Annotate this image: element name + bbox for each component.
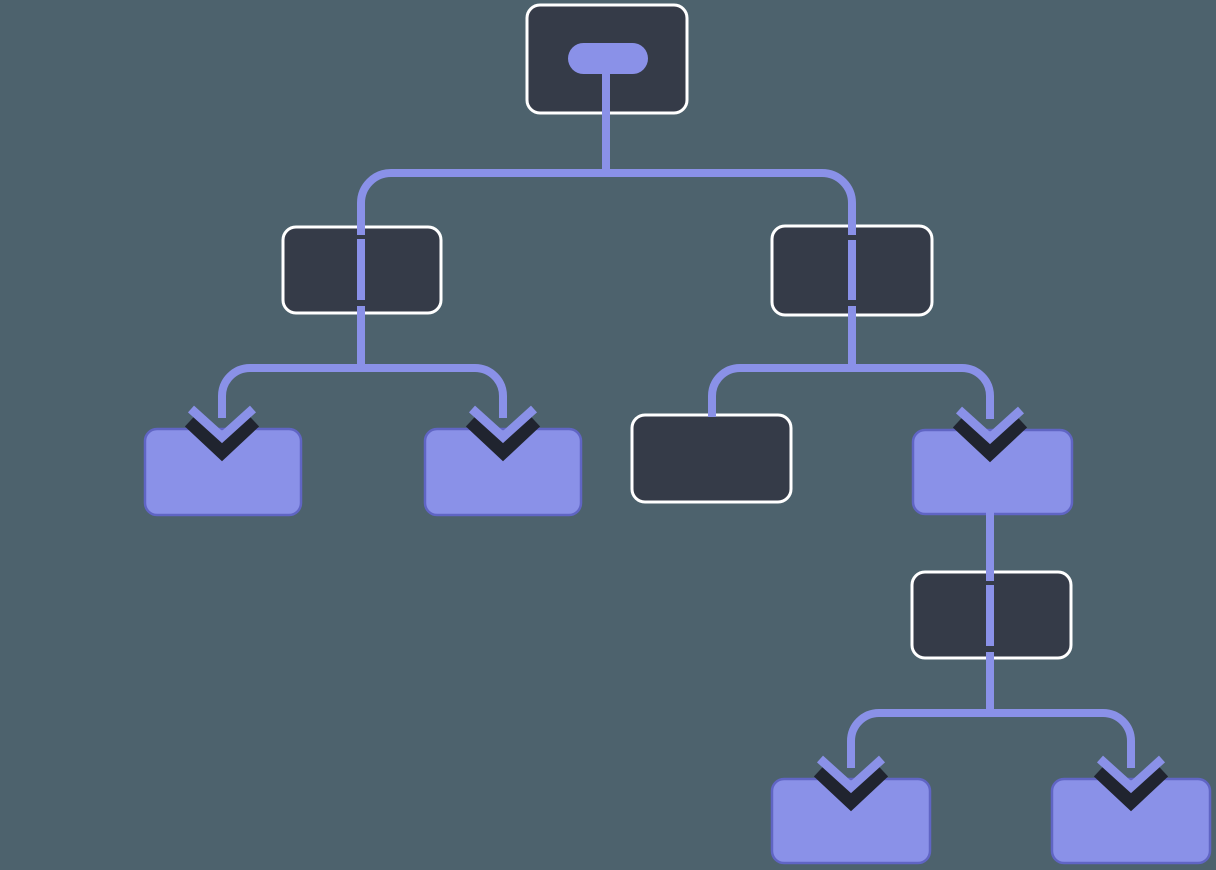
edge-right-branch-to-children — [708, 306, 994, 419]
plain-dark-node-box[interactable] — [630, 413, 793, 504]
chevron-down-arrow-icon — [813, 755, 889, 812]
leaf-node-2[interactable] — [423, 427, 583, 517]
chevron-shadow — [952, 416, 1028, 463]
leaf-node-5-box[interactable] — [1050, 777, 1212, 865]
chevron-arrowhead — [816, 755, 886, 794]
chevron-arrowhead — [468, 405, 538, 444]
leaf-node-4[interactable] — [770, 777, 932, 865]
edge-bottom-branch-to-leaves — [847, 652, 1135, 768]
leaf-node-2-box[interactable] — [423, 427, 583, 517]
edge-right-branch-to-children-rail — [708, 364, 994, 419]
chevron-shadow — [1093, 765, 1169, 812]
chevron-arrowhead — [187, 405, 257, 444]
chevron-shadow — [465, 415, 541, 462]
arrows-layer — [184, 405, 1169, 812]
icons-layer — [357, 43, 994, 646]
nodes-layer — [143, 3, 1212, 865]
edges-layer — [218, 60, 1135, 768]
root-pill-icon — [568, 43, 648, 74]
edge-bottom-branch-to-leaves-rail — [847, 709, 1135, 768]
leaf-node-5[interactable] — [1050, 777, 1212, 865]
edge-left-branch-to-leaves — [218, 306, 507, 418]
chevron-down-arrow-icon — [952, 406, 1028, 463]
edge-left-branch-to-leaves-rail — [218, 364, 507, 418]
leaf-node-1-box[interactable] — [143, 427, 303, 517]
edge-root-to-branches — [357, 60, 856, 235]
plain-dark-node[interactable] — [630, 413, 793, 504]
chevron-down-arrow-icon — [184, 405, 260, 462]
chevron-shadow — [184, 415, 260, 462]
chevron-shadow — [813, 765, 889, 812]
leaf-node-1[interactable] — [143, 427, 303, 517]
leaf-node-4-box[interactable] — [770, 777, 932, 865]
edge-root-to-branches-rail — [357, 169, 856, 235]
chevron-arrowhead — [955, 406, 1025, 445]
chevron-down-arrow-icon — [1093, 755, 1169, 812]
chevron-arrowhead — [1096, 755, 1166, 794]
chevron-down-arrow-icon — [465, 405, 541, 462]
